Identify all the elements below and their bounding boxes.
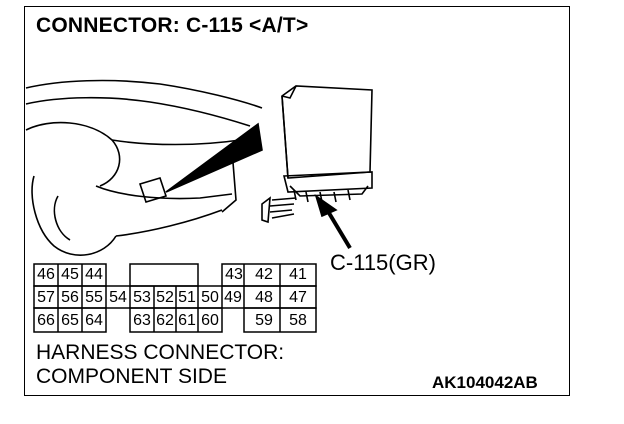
- pin-57: 57: [37, 289, 55, 306]
- footer-line-2: COMPONENT SIDE: [36, 365, 227, 388]
- pin-50: 50: [201, 289, 219, 306]
- pin-59: 59: [255, 312, 273, 329]
- pin-44: 44: [85, 266, 103, 283]
- pin-51: 51: [178, 289, 196, 306]
- pin-55: 55: [85, 289, 103, 306]
- pin-52: 52: [156, 289, 174, 306]
- pin-43: 43: [225, 266, 243, 283]
- pin-60: 60: [201, 312, 219, 329]
- pin-47: 47: [289, 289, 307, 306]
- pin-66: 66: [37, 312, 55, 329]
- pin-58: 58: [289, 312, 307, 329]
- pin-56: 56: [61, 289, 79, 306]
- diagram-frame: [24, 6, 570, 396]
- pin-62: 62: [156, 312, 174, 329]
- pin-41: 41: [289, 266, 307, 283]
- pin-61: 61: [178, 312, 196, 329]
- pin-42: 42: [255, 266, 273, 283]
- pin-53: 53: [133, 289, 151, 306]
- connector-callout-label: C-115(GR): [330, 250, 436, 275]
- footer-line-1: HARNESS CONNECTOR:: [36, 341, 285, 364]
- pin-49: 49: [224, 289, 242, 306]
- pin-63: 63: [133, 312, 151, 329]
- pin-65: 65: [61, 312, 79, 329]
- pin-48: 48: [255, 289, 273, 306]
- pin-45: 45: [61, 266, 79, 283]
- pin-46: 46: [37, 266, 55, 283]
- figure-code: AK104042AB: [432, 373, 538, 392]
- pin-64: 64: [85, 312, 103, 329]
- connector-title: CONNECTOR: C-115 <A/T>: [36, 14, 309, 37]
- pin-54: 54: [109, 289, 127, 306]
